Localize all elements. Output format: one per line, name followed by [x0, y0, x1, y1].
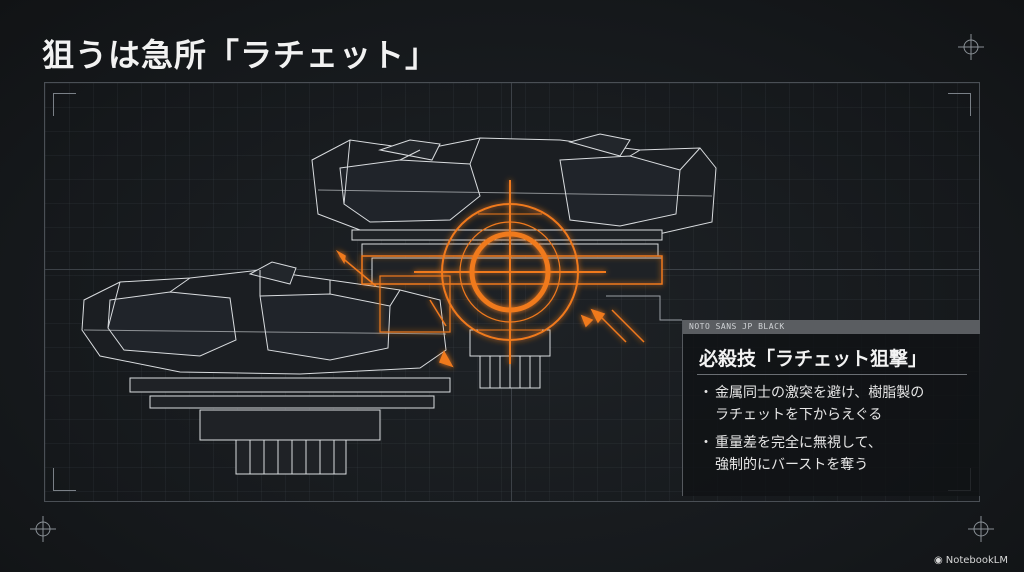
crosshair-icon	[30, 516, 56, 542]
bullet-dot: ・	[699, 435, 713, 451]
axis-vertical	[511, 83, 512, 501]
arrow-icon	[335, 249, 645, 368]
bullet-list: ・金属同士の激突を避け、樹脂製の ラチェットを下からえぐる ・重量差を完全に無視…	[699, 382, 924, 482]
branding-label: NotebookLM	[945, 555, 1008, 566]
slide-title: 狙うは急所「ラチェット」	[42, 36, 439, 74]
targeting-reticle	[361, 180, 663, 364]
list-item: ・金属同士の激突を避け、樹脂製の ラチェットを下からえぐる	[699, 382, 924, 426]
leader-line	[606, 295, 682, 321]
list-item: ・重量差を完全に無視して、 強制的にバーストを奪う	[699, 432, 924, 476]
bullet-dot: ・	[699, 385, 713, 401]
bullet-line: 重量差を完全に無視して、	[715, 435, 882, 451]
panel-header-label: NOTO SANS JP BLACK	[683, 320, 980, 334]
frame-corner	[53, 93, 76, 116]
bullet-line: 強制的にバーストを奪う	[715, 457, 869, 473]
spinning-top-lower	[81, 261, 451, 475]
notebooklm-logo-icon: ◉	[934, 555, 943, 566]
crosshair-icon	[968, 516, 994, 542]
panel-title: 必殺技「ラチェット狙撃」	[699, 348, 928, 370]
frame-corner	[948, 93, 971, 116]
panel-divider	[697, 374, 967, 375]
bullet-line: ラチェットを下からえぐる	[715, 407, 883, 423]
branding: ◉NotebookLM	[934, 555, 1008, 566]
spinning-top-upper	[311, 133, 717, 389]
annotation-panel: NOTO SANS JP BLACK 必殺技「ラチェット狙撃」 ・金属同士の激突…	[682, 320, 980, 496]
crosshair-icon	[958, 34, 984, 60]
frame-corner	[53, 468, 76, 491]
bullet-line: 金属同士の激突を避け、樹脂製の	[715, 385, 925, 401]
